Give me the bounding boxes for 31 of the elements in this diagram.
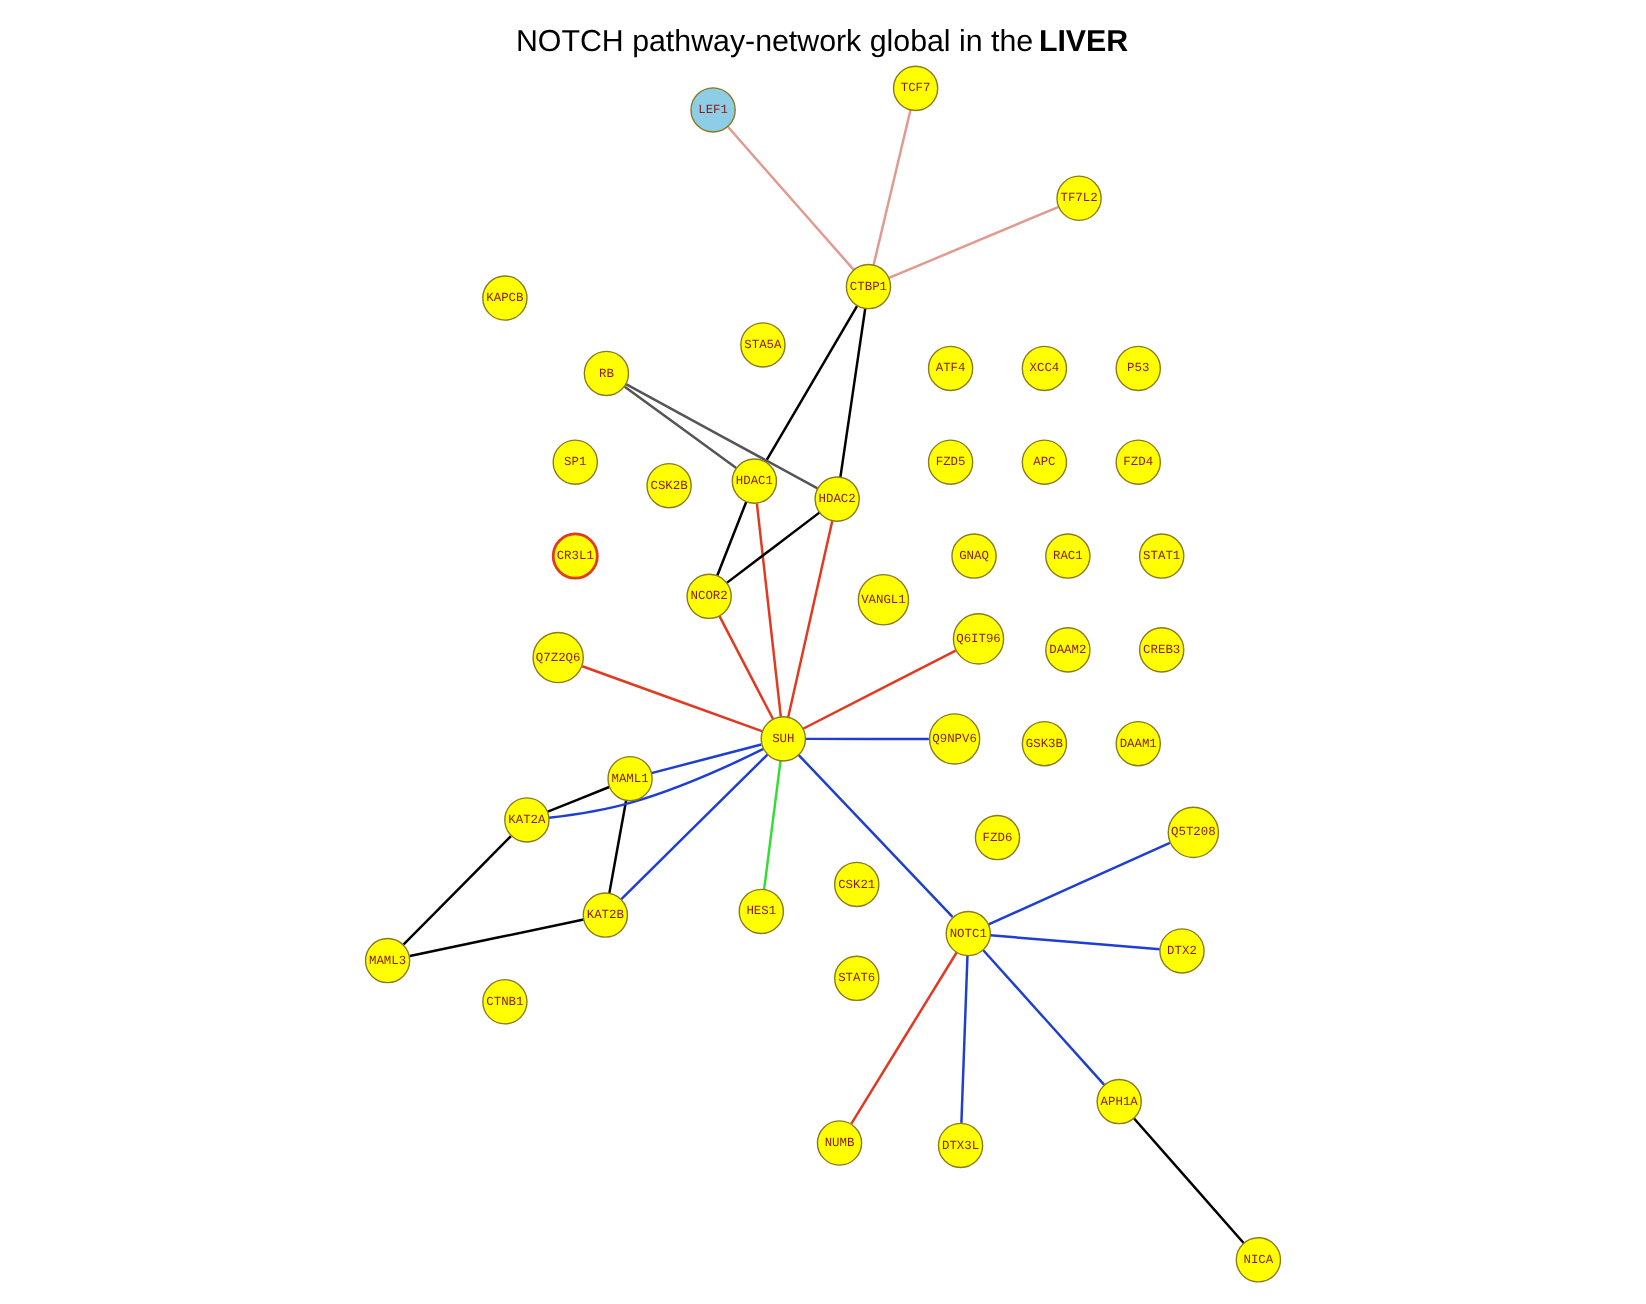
connector <box>547 785 610 813</box>
connector <box>402 835 512 946</box>
connector <box>762 760 782 890</box>
connector <box>797 754 954 918</box>
connector <box>608 800 628 894</box>
connector <box>755 503 783 718</box>
connector <box>581 665 763 733</box>
connector <box>764 305 859 463</box>
diagram-title: NOTCH pathway-network global in the LIVER <box>515 24 1129 59</box>
connector <box>651 743 762 775</box>
connector <box>624 385 737 469</box>
connector <box>839 308 867 478</box>
connector <box>726 125 855 271</box>
connector <box>718 615 775 720</box>
connector <box>802 649 957 730</box>
connector <box>620 753 769 901</box>
connector <box>716 501 748 576</box>
connector <box>548 747 765 820</box>
connector <box>726 511 821 584</box>
connector <box>625 383 819 490</box>
connector <box>872 109 912 266</box>
connector <box>787 520 834 718</box>
connector <box>888 205 1059 280</box>
connector <box>960 955 969 1123</box>
connector <box>850 951 958 1125</box>
connector <box>990 934 1160 951</box>
connector <box>982 949 1106 1086</box>
connector <box>1133 1117 1245 1244</box>
connector <box>988 841 1171 926</box>
connector <box>409 918 584 958</box>
connector <box>805 737 929 741</box>
